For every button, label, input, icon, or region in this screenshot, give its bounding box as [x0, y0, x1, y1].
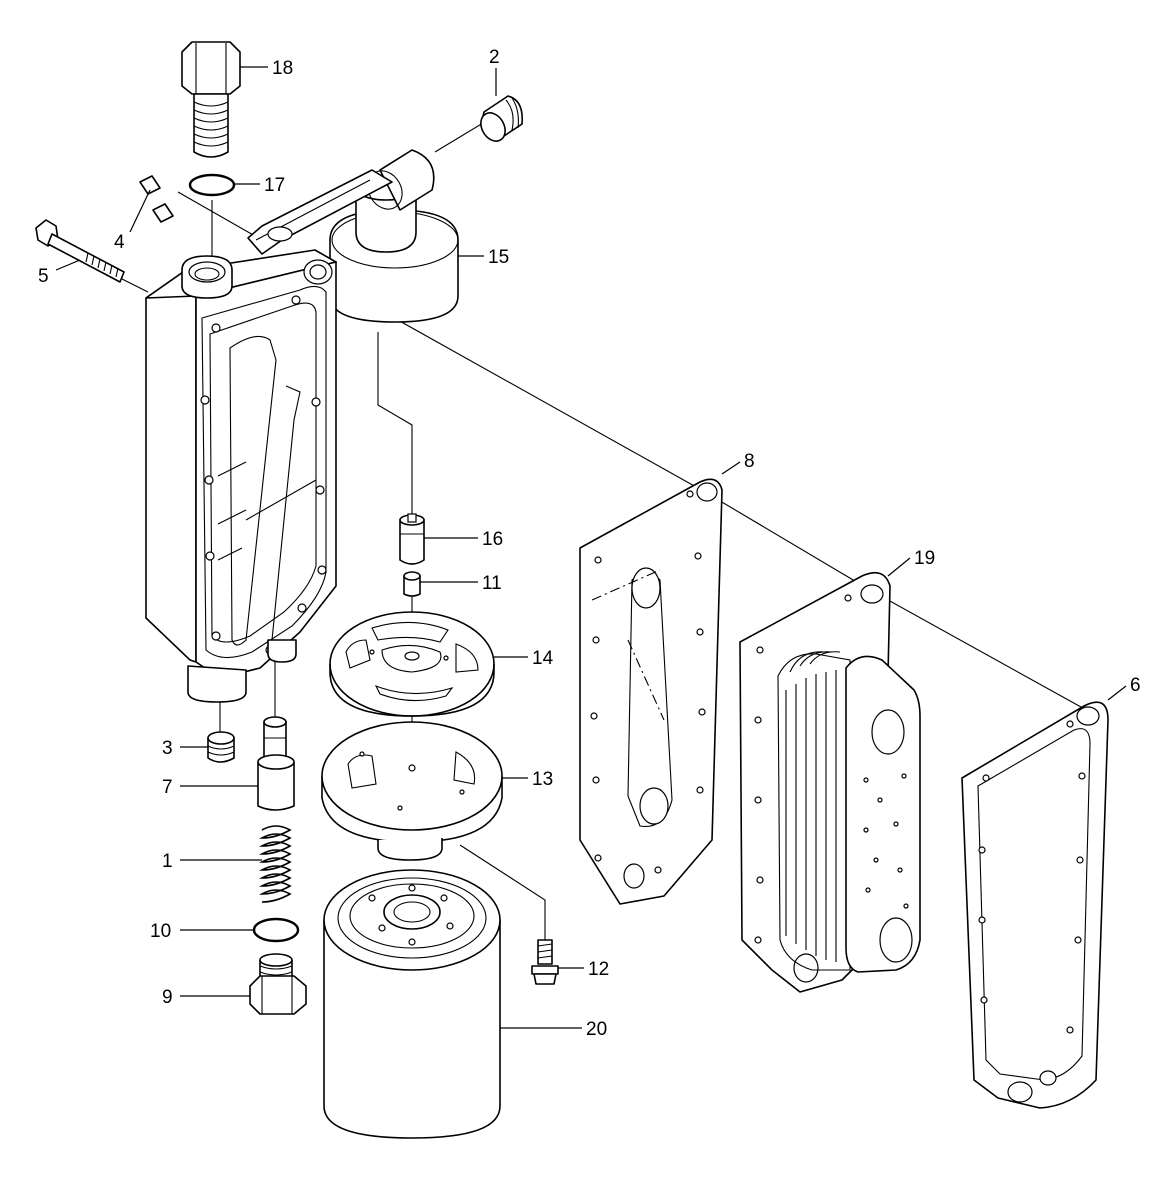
plug-bolt-18 — [181, 41, 241, 158]
callout-12: 12 — [588, 959, 609, 980]
plug-2 — [480, 95, 524, 142]
callout-14: 14 — [532, 648, 554, 669]
gasket-6 — [961, 701, 1109, 1109]
callout-18: 18 — [272, 58, 293, 79]
callout-7: 7 — [162, 777, 173, 798]
bolt-12 — [531, 939, 559, 985]
small-plugs-4 — [139, 175, 174, 223]
long-bolt-5 — [35, 219, 125, 283]
plate-14 — [329, 611, 495, 717]
callout-9: 9 — [162, 987, 173, 1008]
callout-19: 19 — [914, 548, 935, 569]
callout-leaders — [55, 66, 1127, 1029]
oil-cooler-19 — [739, 571, 921, 993]
filter-head-15 — [247, 149, 459, 323]
valve-piston-7 — [257, 716, 295, 811]
callout-6: 6 — [1130, 675, 1141, 696]
callout-1: 1 — [162, 851, 173, 872]
callout-20: 20 — [586, 1019, 607, 1040]
o-ring-10 — [252, 917, 300, 943]
valve-16 — [399, 513, 425, 565]
plug-3 — [207, 731, 235, 763]
adapter-13 — [321, 721, 503, 861]
callout-15: 15 — [488, 247, 509, 268]
callout-8: 8 — [744, 451, 755, 472]
callout-11: 11 — [482, 573, 502, 594]
callout-labels: 18 2 17 4 5 15 16 11 14 13 3 7 1 10 9 12… — [38, 47, 1141, 1040]
callout-5: 5 — [38, 266, 49, 287]
pin-11 — [403, 571, 421, 597]
callout-10: 10 — [150, 921, 171, 942]
o-ring-17 — [188, 173, 236, 197]
oil-filter-20 — [323, 869, 501, 1139]
drain-plug-9 — [249, 953, 307, 1015]
gasket-8 — [579, 478, 723, 905]
callout-3: 3 — [162, 738, 173, 759]
callout-2: 2 — [489, 47, 500, 68]
callout-13: 13 — [532, 769, 553, 790]
callout-4: 4 — [114, 232, 125, 253]
spring-1 — [258, 825, 292, 903]
filter-housing-body — [145, 249, 337, 703]
callout-17: 17 — [264, 175, 285, 196]
callout-16: 16 — [482, 529, 503, 550]
